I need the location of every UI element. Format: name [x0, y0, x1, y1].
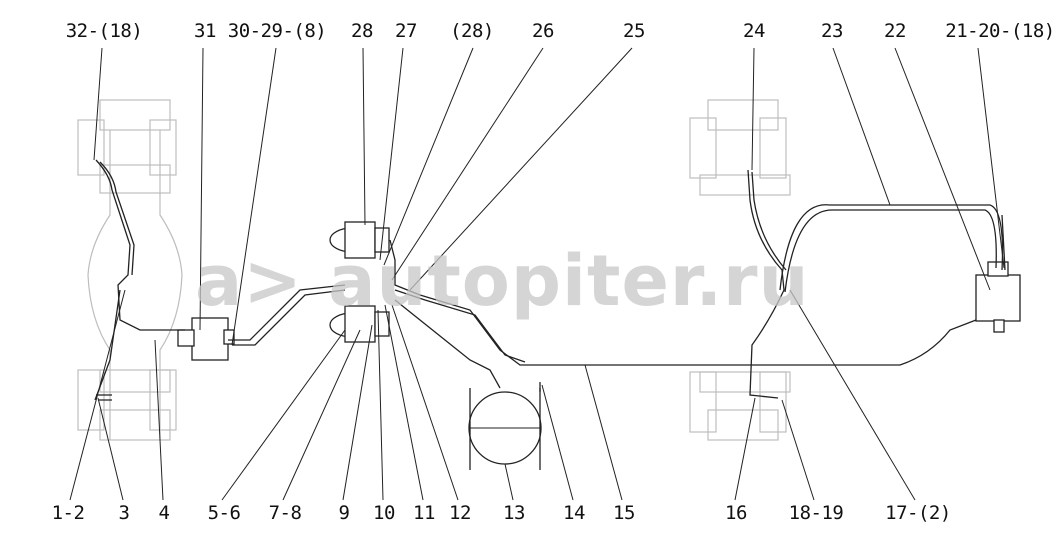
brake-valve	[177, 317, 235, 361]
callout-label: 31	[194, 20, 216, 42]
callout-label: 25	[623, 20, 645, 42]
callout-label: 24	[743, 20, 765, 42]
callout-label: 22	[884, 20, 906, 42]
callout-label: 7-8	[268, 502, 302, 524]
callout-label: 11	[413, 502, 435, 524]
callout-label: 23	[821, 20, 843, 42]
rear-brake-valve	[975, 261, 1021, 333]
callout-label: 9	[338, 502, 350, 524]
callout-label: 12	[449, 502, 471, 524]
callout-label: 1-2	[51, 502, 85, 524]
brake-chamber-upper	[329, 221, 390, 259]
callout-label: 18-19	[788, 502, 844, 524]
callout-label: 15	[613, 502, 635, 524]
callout-label: 4	[158, 502, 170, 524]
callout-label: 30-29-(8)	[227, 20, 327, 42]
callout-label: 28	[351, 20, 373, 42]
callout-label: 32-(18)	[65, 20, 143, 42]
leader-lines	[69, 47, 1005, 501]
callout-label: 14	[563, 502, 585, 524]
callout-label: 3	[118, 502, 130, 524]
callout-label: (28)	[450, 20, 494, 42]
callout-label: 26	[532, 20, 554, 42]
callout-label: 10	[373, 502, 395, 524]
watermark: a> autopiter.ru	[195, 240, 810, 322]
callout-label: 21-20-(18)	[945, 20, 1055, 42]
callout-label: 13	[503, 502, 525, 524]
pipelines	[94, 159, 1006, 401]
callout-label: 17-(2)	[885, 502, 951, 524]
front-axle-outline	[77, 99, 183, 441]
air-tank	[468, 388, 542, 470]
callout-label: 27	[395, 20, 417, 42]
callout-label: 5-6	[207, 502, 241, 524]
rear-axle-outline	[689, 99, 791, 441]
callout-label: 16	[725, 502, 747, 524]
